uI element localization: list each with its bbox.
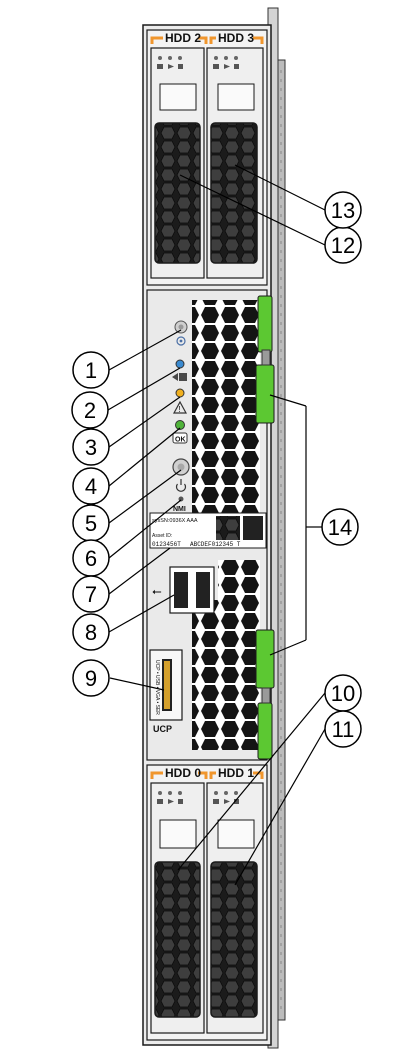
callout-12: 12 — [324, 226, 362, 264]
ok-label: OK — [175, 437, 186, 444]
hdd-bay-label: HDD 2 — [165, 31, 201, 45]
drive-hdd0[interactable] — [150, 782, 205, 1034]
ucp-connector[interactable] — [149, 649, 183, 721]
service-icon — [172, 373, 187, 381]
asset-serial: ABCDEF012345 T — [190, 541, 241, 548]
ejector-latch-top[interactable] — [255, 295, 275, 424]
callout-number: 10 — [331, 681, 355, 706]
callout-9: 9 — [72, 659, 110, 697]
drive-hdd2[interactable] — [150, 47, 205, 279]
qr-code — [243, 516, 263, 540]
callout-5: 5 — [72, 504, 110, 542]
drive-hdd3[interactable] — [206, 47, 264, 279]
callout-11: 11 — [324, 710, 362, 748]
service-led — [175, 359, 185, 369]
svg-text:!: ! — [179, 405, 181, 414]
callout-number: 5 — [85, 511, 97, 536]
callout-number: 3 — [85, 435, 97, 460]
warning-icon: ! — [172, 400, 188, 414]
callout-14: 14 — [321, 508, 359, 546]
callout-3: 3 — [72, 428, 110, 466]
callout-13: 13 — [324, 191, 362, 229]
callout-1: 1 — [72, 351, 110, 389]
callout-10: 10 — [324, 674, 362, 712]
callout-2: 2 — [71, 391, 109, 429]
hdd-bay-label: HDD 0 — [165, 766, 201, 780]
callout-number: 13 — [331, 198, 355, 223]
callout-number: 6 — [85, 546, 97, 571]
qr-code — [216, 516, 240, 540]
ucp-label: UCP — [153, 724, 172, 734]
power-icon — [175, 479, 187, 492]
usb-icon: ⭠ — [152, 584, 162, 598]
callout-number: 7 — [85, 582, 97, 607]
drive-hdd1[interactable] — [206, 782, 264, 1034]
asset-id-label: Asset ID: — [152, 533, 172, 539]
vent-grille — [192, 300, 260, 515]
ok-indicator — [172, 432, 188, 444]
callout-number: 8 — [85, 620, 97, 645]
power-button[interactable] — [172, 458, 190, 476]
asset-sysnumber: sysSN:0936X AAA — [152, 518, 198, 524]
side-rail — [267, 7, 286, 1049]
hdd-bay-label: HDD 3 — [218, 31, 254, 45]
callout-number: 12 — [331, 233, 355, 258]
callout-4: 4 — [72, 467, 110, 505]
locate-icon — [176, 336, 186, 346]
callout-number: 9 — [85, 666, 97, 691]
callout-6: 6 — [72, 539, 110, 577]
nmi-label: NMI — [173, 506, 186, 513]
callout-7: 7 — [72, 575, 110, 613]
hdd-bay-label: HDD 1 — [218, 766, 254, 780]
callout-number: 14 — [328, 515, 352, 540]
asset-label — [149, 512, 267, 549]
locate-button[interactable] — [174, 320, 188, 334]
callout-8: 8 — [72, 613, 110, 651]
vent-grille — [192, 600, 260, 750]
callout-number: 1 — [85, 358, 97, 383]
callout-number: 2 — [84, 398, 96, 423]
usb-ports[interactable] — [169, 566, 215, 614]
ejector-latch-bottom[interactable] — [255, 629, 275, 760]
ok-led — [175, 420, 185, 430]
callout-number: 11 — [332, 717, 355, 742]
callout-number: 4 — [85, 474, 97, 499]
leader-lines — [107, 164, 326, 886]
ucp-side-text: UCP • USB • VGA • SER — [154, 660, 160, 715]
vent-grille — [218, 560, 260, 600]
fault-led — [175, 388, 185, 398]
asset-id-value: 0123456T — [152, 541, 181, 548]
